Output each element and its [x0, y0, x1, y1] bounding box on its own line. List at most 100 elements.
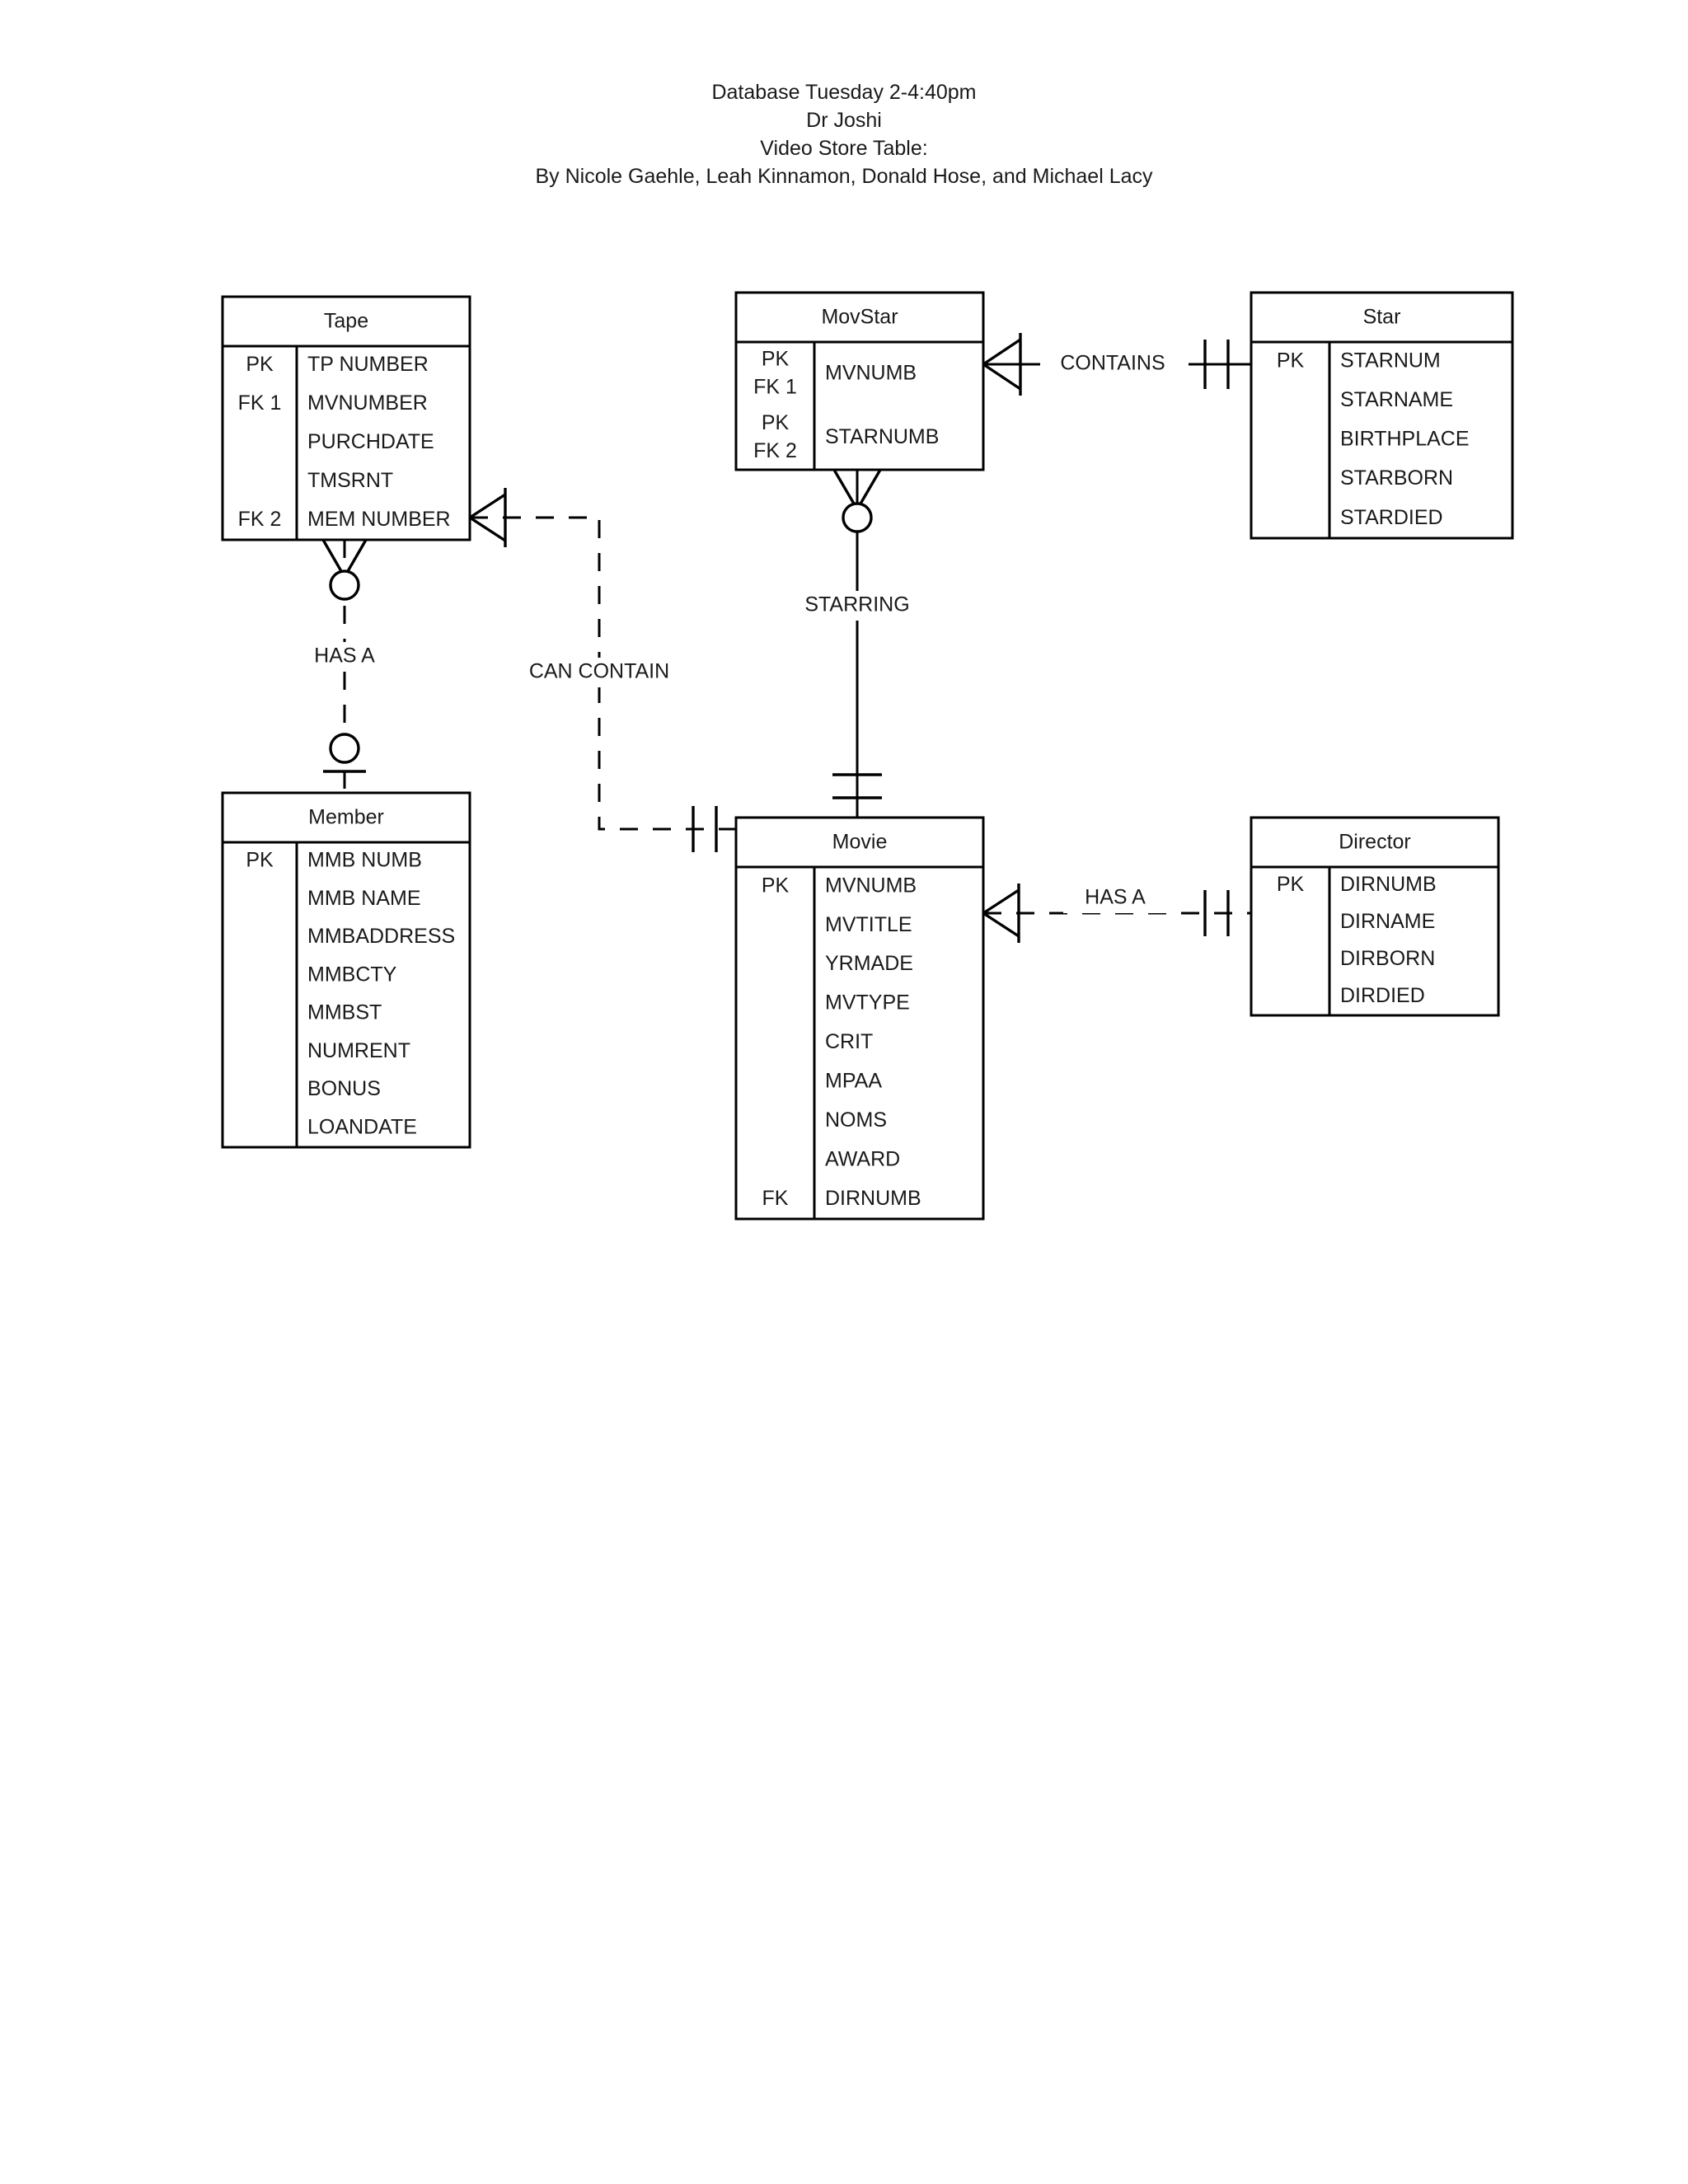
- contains-label-bg: [1040, 349, 1189, 379]
- attribute-name: AWARD: [825, 1147, 900, 1170]
- attribute-name: MVNUMBER: [307, 391, 428, 415]
- attribute-row: PK MVNUMB: [762, 874, 917, 897]
- relationship-starring[interactable]: STARRING: [787, 469, 931, 818]
- attribute-row: BONUS: [307, 1077, 381, 1100]
- entity-box-movie: [734, 816, 985, 1221]
- relationship-label-starring: STARRING: [804, 593, 909, 616]
- relationship-label-has-a-movie-director: HAS A: [1085, 886, 1146, 909]
- attribute-name: MMBST: [307, 1001, 382, 1024]
- has-a-movie-label-bg: [1063, 883, 1167, 913]
- entity-box-director: [1250, 816, 1500, 1017]
- circle-optional-movstar: [842, 502, 873, 533]
- attribute-name: NUMRENT: [307, 1039, 410, 1062]
- attribute-row: YRMADE: [825, 952, 913, 975]
- attribute-row: NOMS: [825, 1108, 887, 1132]
- attribute-name: YRMADE: [825, 952, 913, 975]
- attribute-row: DIRBORN: [1340, 947, 1435, 970]
- entity-box-star: [1250, 291, 1514, 540]
- entity-title-movstar: MovStar: [821, 306, 898, 329]
- attribute-key-badge: FK 2: [753, 439, 797, 462]
- attribute-name: MVTITLE: [825, 913, 912, 936]
- attribute-row: STARDIED: [1340, 506, 1443, 529]
- circle-optional-member: [329, 733, 360, 764]
- attribute-name: STARBORN: [1340, 466, 1453, 490]
- crowsfoot-one-or-many-movie: [982, 883, 1020, 943]
- attribute-name: MMBCTY: [307, 963, 397, 986]
- attribute-row: DIRNAME: [1340, 910, 1435, 933]
- crowsfoot-one-or-many-movstar: [982, 333, 1022, 396]
- title-line-course: Database Tuesday 2-4:40pm: [711, 81, 977, 104]
- entity-title-director: Director: [1339, 831, 1411, 854]
- attribute-row: MMBST: [307, 1001, 382, 1024]
- has-a-label-bg: [287, 642, 402, 672]
- attribute-key-badge: PK: [246, 849, 274, 872]
- attribute-name: MVTYPE: [825, 991, 910, 1015]
- attribute-key-badge: PK: [1277, 873, 1305, 896]
- attribute-name: MVNUMB: [825, 874, 917, 897]
- attribute-name: DIRBORN: [1340, 947, 1435, 970]
- attribute-row: MMBCTY: [307, 963, 397, 986]
- attribute-row: PK TP NUMBER: [246, 353, 428, 376]
- attribute-name: NOMS: [825, 1108, 887, 1132]
- page-title: Database Tuesday 2-4:40pm Dr Joshi Video…: [0, 78, 1688, 190]
- attribute-name: MMB NAME: [307, 887, 421, 910]
- attribute-name: CRIT: [825, 1030, 873, 1053]
- attribute-row: STARNAME: [1340, 388, 1453, 411]
- attribute-name: DIRNUMB: [1340, 873, 1437, 896]
- attribute-row: MVTYPE: [825, 991, 910, 1015]
- relationship-layer: CONTAINS STARRING: [287, 333, 1251, 943]
- attribute-name: TP NUMBER: [307, 353, 429, 376]
- relationship-label-has-a-tape-member: HAS A: [314, 644, 375, 668]
- attribute-name: MMB NUMB: [307, 849, 422, 872]
- entity-title-movie: Movie: [832, 831, 888, 854]
- attribute-key-badge: PK: [246, 353, 274, 376]
- entity-title-member: Member: [308, 806, 384, 829]
- relationship-has-a-tape-member[interactable]: HAS A: [287, 539, 402, 793]
- attribute-key-badge: PK: [762, 874, 790, 897]
- double-bar-exactly-one-movie-left: [692, 806, 718, 852]
- attribute-key-badge: FK: [762, 1187, 789, 1210]
- attribute-name: MEM NUMBER: [307, 508, 451, 531]
- attribute-row: NUMRENT: [307, 1039, 410, 1062]
- attribute-name: TMSRNT: [307, 469, 393, 492]
- attribute-key-badge: PK: [1277, 349, 1305, 372]
- relationship-label-contains: CONTAINS: [1060, 352, 1165, 375]
- attribute-row: MMBADDRESS: [307, 925, 455, 948]
- attribute-row: MVTITLE: [825, 913, 912, 936]
- attribute-row: PK DIRNUMB: [1277, 873, 1437, 896]
- attribute-row: TMSRNT: [307, 469, 393, 492]
- relationship-label-can-contain: CAN CONTAIN: [529, 660, 669, 683]
- attribute-row: MMB NAME: [307, 887, 421, 910]
- attribute-key-badge: FK 2: [238, 508, 282, 531]
- attribute-name: STARNUMB: [825, 425, 939, 448]
- entity-box-tape: [221, 295, 471, 541]
- attribute-name: LOANDATE: [307, 1115, 417, 1138]
- title-line-instructor: Dr Joshi: [806, 109, 882, 132]
- attribute-name: DIRNUMB: [825, 1187, 921, 1210]
- attribute-row: MPAA: [825, 1070, 882, 1093]
- relationship-has-a-movie-director[interactable]: HAS A: [982, 883, 1251, 943]
- attribute-name: PURCHDATE: [307, 430, 434, 453]
- relationship-can-contain[interactable]: CAN CONTAIN: [469, 488, 736, 852]
- attribute-name: BONUS: [307, 1077, 381, 1100]
- circle-optional-tape: [329, 569, 360, 601]
- relationship-contains[interactable]: CONTAINS: [982, 333, 1251, 396]
- double-bar-exactly-one-star: [1203, 340, 1230, 389]
- attribute-row: CRIT: [825, 1030, 873, 1053]
- attribute-name: DIRNAME: [1340, 910, 1435, 933]
- double-bar-exactly-one-director: [1203, 890, 1230, 936]
- attribute-key-badge: PK: [762, 347, 790, 370]
- attribute-name: MVNUMB: [825, 361, 917, 384]
